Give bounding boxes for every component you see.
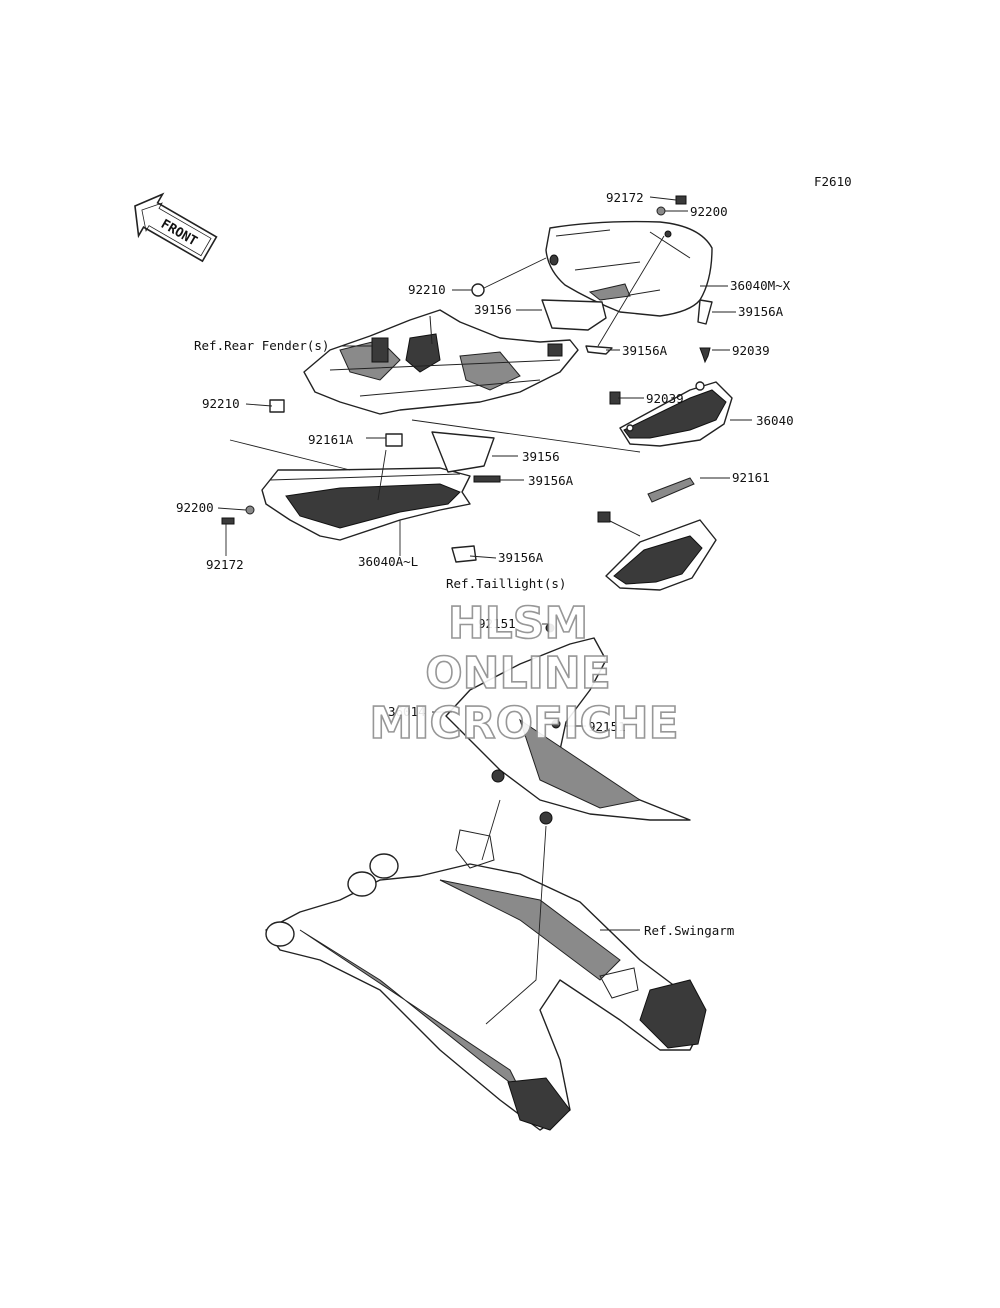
figure-code: F2610 (814, 174, 852, 189)
label-92200-top: 92200 (690, 204, 728, 219)
watermark: HLSM ONLINE MICROFICHE (369, 597, 680, 750)
pad-39156-mid (431, 431, 495, 473)
watermark-line-3: MICROFICHE (369, 698, 678, 749)
swingarm-part (265, 829, 707, 1131)
side-cover-36040A-L-part (261, 467, 471, 541)
label-92161A: 92161A (308, 432, 354, 447)
bolt-92172-top (675, 195, 687, 205)
label-39156-top: 39156 (474, 302, 512, 317)
label-92151-top: 92151 (478, 616, 516, 631)
label-36040A-L: 36040A~L (358, 554, 418, 569)
label-39156A-mid: 39156A (622, 343, 668, 358)
label-ref-taillight: Ref.Taillight(s) (446, 576, 566, 591)
grommet-92210-top (471, 283, 485, 297)
pad-39156-top (541, 299, 607, 331)
washer-92200-top (656, 206, 666, 216)
label-92172-top: 92172 (606, 190, 644, 205)
grommet-92210-left (269, 399, 285, 413)
chain-guard-36014-part (445, 623, 691, 825)
pad-39156A-mid (585, 345, 613, 355)
label-36040M-X: 36040M~X (730, 278, 791, 293)
label-92210-top: 92210 (408, 282, 446, 297)
label-39156-mid: 39156 (522, 449, 560, 464)
taillight-part (597, 477, 717, 591)
label-39156A-low: 39156A (528, 473, 574, 488)
label-92039-right: 92039 (732, 343, 770, 358)
washer-92200-left (245, 505, 255, 515)
label-39156A-right: 39156A (738, 304, 784, 319)
rear-fender-part (303, 309, 579, 415)
front-arrow-icon: FRONT (134, 192, 218, 263)
label-ref-rear-fender: Ref.Rear Fender(s) (194, 338, 329, 353)
label-ref-swingarm: Ref.Swingarm (644, 923, 734, 938)
bracket-92039-right (699, 347, 711, 364)
side-cover-36040-part (619, 381, 733, 447)
label-36014: 36014 (388, 704, 426, 719)
label-36040: 36040 (756, 413, 794, 428)
pad-39156A-right (697, 299, 713, 325)
pad-92161A (385, 433, 403, 447)
bolt-92172-left (221, 517, 235, 525)
label-92151-mid: 92151 (588, 719, 626, 734)
pad-39156A-bottom (451, 545, 477, 563)
label-39156A-bottom: 39156A (498, 550, 544, 565)
label-92210-left: 92210 (202, 396, 240, 411)
label-92200-left: 92200 (176, 500, 214, 515)
watermark-line-2: ONLINE (425, 648, 611, 699)
label-92172-left: 92172 (206, 557, 244, 572)
leader-lines (217, 196, 752, 1025)
pad-39156A-low (473, 475, 501, 483)
watermark-line-1: HLSM (448, 598, 588, 649)
label-92161: 92161 (732, 470, 770, 485)
label-92039-mid: 92039 (646, 391, 684, 406)
